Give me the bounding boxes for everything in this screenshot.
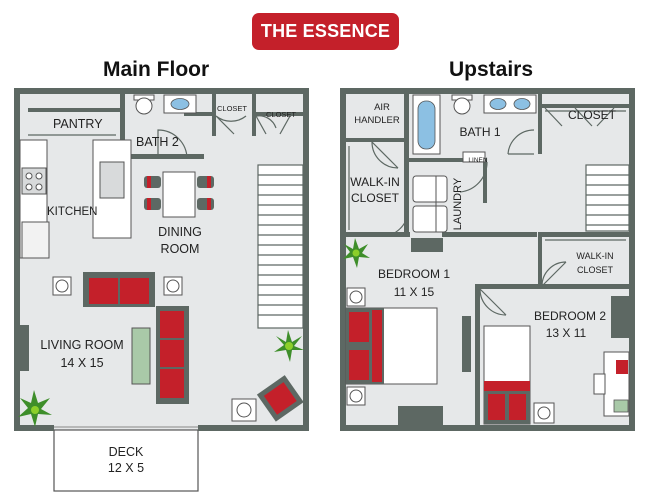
room-label: HANDLER bbox=[354, 115, 400, 126]
tv-unit bbox=[20, 325, 29, 371]
armchair bbox=[256, 375, 304, 422]
bath-2-fixtures bbox=[133, 94, 197, 115]
room-label: CLOSET bbox=[577, 265, 614, 275]
laundry-machines bbox=[412, 175, 448, 233]
nightstands bbox=[346, 287, 555, 424]
main-floor-labels: PANTRY BATH 2 CLOSET CLOSET KITCHEN DINI… bbox=[40, 104, 296, 475]
bath-1-fixtures bbox=[412, 94, 537, 155]
room-dimensions: 11 X 15 bbox=[394, 285, 435, 299]
bed-1 bbox=[345, 307, 438, 385]
room-label: BEDROOM 1 bbox=[378, 267, 450, 281]
tv-unit bbox=[462, 316, 471, 372]
main-interior-walls bbox=[28, 94, 303, 159]
room-label: CLOSET bbox=[351, 191, 400, 205]
room-dimensions: 14 X 15 bbox=[60, 356, 103, 370]
room-label: LAUNDRY bbox=[452, 177, 464, 230]
room-label: LIVING ROOM bbox=[40, 338, 123, 352]
deck-area bbox=[53, 429, 199, 492]
room-label: CLOSET bbox=[568, 108, 617, 122]
side-tables bbox=[52, 276, 257, 422]
dining-table bbox=[144, 171, 214, 218]
coffee-table bbox=[131, 327, 151, 385]
room-label: DINING bbox=[158, 225, 202, 239]
plant-icon bbox=[18, 390, 52, 427]
room-label: PANTRY bbox=[53, 117, 103, 131]
room-label: WALK-IN bbox=[576, 251, 613, 261]
main-outer-walls bbox=[14, 88, 309, 431]
loveseat bbox=[156, 306, 189, 404]
room-label: CLOSET bbox=[217, 104, 247, 113]
desk bbox=[593, 351, 630, 417]
main-door-swings bbox=[157, 115, 291, 160]
main-stairs bbox=[257, 164, 304, 329]
upstairs-title: Upstairs bbox=[449, 58, 534, 81]
upstairs-plan: AIR HANDLER BATH 1 CLOSET LINEN WALK-IN … bbox=[340, 88, 635, 431]
bed-2 bbox=[483, 325, 531, 425]
room-label: BATH 1 bbox=[459, 125, 500, 139]
room-label: AIR bbox=[374, 102, 390, 113]
sofa bbox=[83, 272, 155, 307]
plant-icon bbox=[274, 330, 304, 362]
linen-closet bbox=[462, 151, 486, 163]
room-label: BEDROOM 2 bbox=[534, 309, 606, 323]
main-floor-plan: PANTRY BATH 2 CLOSET CLOSET KITCHEN DINI… bbox=[14, 88, 309, 492]
kitchen-counters bbox=[19, 139, 132, 259]
room-label: LINEN bbox=[468, 157, 487, 164]
dresser bbox=[398, 406, 443, 425]
room-label: CLOSET bbox=[266, 110, 296, 119]
upstairs-door-swings bbox=[371, 107, 615, 316]
plant-icon bbox=[343, 238, 370, 268]
room-label: WALK-IN bbox=[350, 175, 400, 189]
dresser bbox=[611, 296, 629, 338]
room-dimensions: 13 X 11 bbox=[546, 326, 587, 340]
room-dimensions: 12 X 5 bbox=[108, 461, 144, 475]
room-label: ROOM bbox=[161, 242, 200, 256]
room-label: DECK bbox=[109, 445, 144, 459]
main-floor-title: Main Floor bbox=[103, 58, 210, 81]
room-label: KITCHEN bbox=[47, 206, 97, 218]
upstairs-interior-walls bbox=[346, 94, 629, 425]
upstairs-stairs bbox=[585, 164, 630, 232]
dresser bbox=[411, 238, 443, 252]
plan-name-badge: THE ESSENCE bbox=[252, 13, 399, 50]
room-label: BATH 2 bbox=[136, 135, 179, 149]
upstairs-labels: AIR HANDLER BATH 1 CLOSET LINEN WALK-IN … bbox=[350, 102, 616, 340]
upstairs-outer-walls bbox=[340, 88, 635, 431]
